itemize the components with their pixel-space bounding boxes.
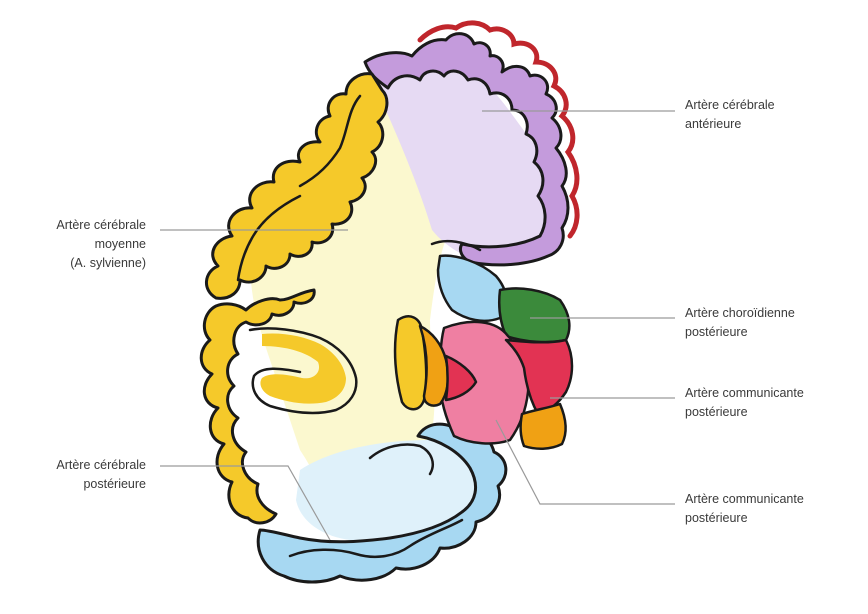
label-anterior-cerebral-artery: Artère cérébrale antérieure: [685, 96, 775, 134]
label-middle-cerebral-artery: Artère cérébrale moyenne (A. sylvienne): [0, 216, 146, 273]
choroidal-artery-territory: [499, 288, 569, 342]
label-posterior-cerebral-artery: Artère cérébrale postérieure: [0, 456, 146, 494]
label-posterior-choroidal-artery: Artère choroïdienne postérieure: [685, 304, 795, 342]
label-posterior-communicating-artery-1: Artère communicante postérieure: [685, 384, 804, 422]
communicating-artery-orange-territory: [521, 404, 566, 449]
label-posterior-communicating-artery-2: Artère communicante postérieure: [685, 490, 804, 528]
